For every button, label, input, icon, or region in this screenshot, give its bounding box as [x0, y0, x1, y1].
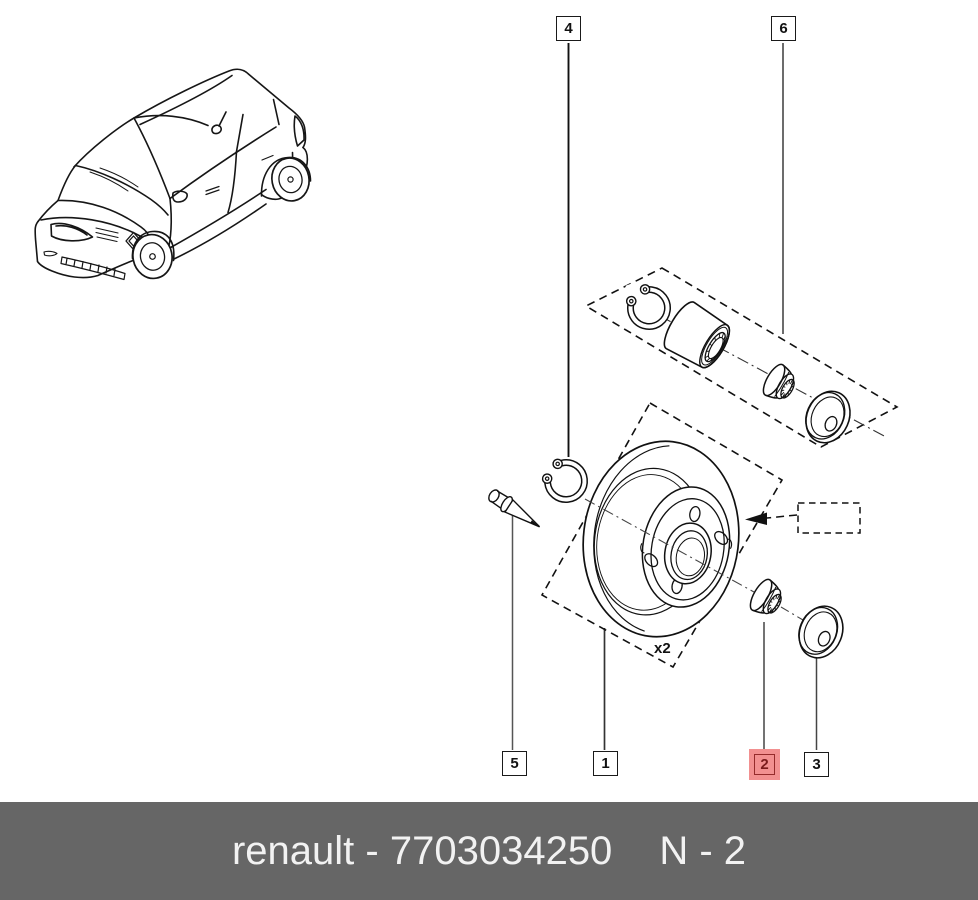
car-headlight: [50, 222, 94, 242]
car-wiper: [89, 167, 139, 192]
callout-5-label: 5: [510, 755, 519, 772]
footer-separator: -: [354, 828, 390, 873]
car-rear-door: [227, 150, 238, 214]
callout-3-label: 3: [812, 756, 821, 773]
callout-3[interactable]: 3: [804, 752, 829, 777]
circlip-part: [536, 453, 586, 502]
car-c-pillar: [272, 98, 280, 126]
parts-diagram: x2: [34, 43, 899, 750]
car-lower-grille: [60, 256, 126, 281]
callout-2-label: 2: [760, 756, 769, 773]
arrow-icon: [745, 512, 767, 525]
callout-2[interactable]: 2: [754, 754, 775, 775]
car-door-handles: [205, 154, 274, 196]
car-grille-slats: [95, 227, 169, 256]
car-illustration: [34, 68, 312, 281]
brand-label: renault: [231, 828, 355, 873]
callout-2-highlight: 2: [749, 749, 780, 780]
car-rear-wheel: [271, 157, 310, 202]
disc-dashed-box: [540, 401, 784, 669]
car-b-pillar: [235, 113, 244, 153]
callout-1[interactable]: 1: [593, 751, 618, 776]
callout-4-label: 4: [564, 20, 573, 37]
car-hood-edge: [37, 164, 77, 223]
bearing-kit-group: [584, 267, 899, 451]
callout-5[interactable]: 5: [502, 751, 527, 776]
car-mirror: [171, 190, 188, 203]
car-taillight: [293, 115, 305, 147]
nut-cap-axis-line: [780, 606, 804, 621]
car-front-wheel: [132, 233, 173, 280]
car-roof-side: [139, 74, 233, 126]
callout-6[interactable]: 6: [771, 16, 796, 41]
car-windshield-top: [133, 114, 209, 127]
footer-bar: renault - 7703034250 N - 2: [0, 802, 978, 900]
hub-nut-part: [745, 575, 789, 622]
kit-dust-cap: [796, 383, 859, 451]
callout-1-label: 1: [601, 755, 610, 772]
callout-6-label: 6: [779, 20, 788, 37]
pin-part: [488, 489, 541, 528]
car-sill: [173, 203, 267, 260]
brake-disc-group: x2: [540, 401, 784, 669]
reference-pointer: [745, 502, 861, 534]
car-beltline: [169, 126, 277, 200]
dust-cap-part: [790, 598, 852, 666]
kit-dashed-box: [584, 267, 899, 448]
car-cowl: [74, 164, 169, 216]
kit-hub-nut: [758, 360, 802, 407]
kit-circlip: [620, 278, 671, 328]
car-antenna: [211, 111, 227, 135]
footer-part-reference: renault - 7703034250: [232, 829, 612, 874]
car-roofline: [73, 68, 307, 168]
part-number: 7703034250: [389, 828, 613, 873]
disc-hub: [640, 486, 733, 608]
reference-dashed-box: [797, 502, 861, 534]
car-a-pillar: [133, 117, 171, 200]
callout-4[interactable]: 4: [556, 16, 581, 41]
page-reference: N - 2: [659, 828, 746, 873]
kit-bearing: [663, 301, 731, 369]
car-foglight: [43, 250, 58, 257]
quantity-note: x2: [654, 640, 671, 657]
car-fender-top: [57, 199, 151, 239]
car-door-crease: [167, 188, 267, 250]
